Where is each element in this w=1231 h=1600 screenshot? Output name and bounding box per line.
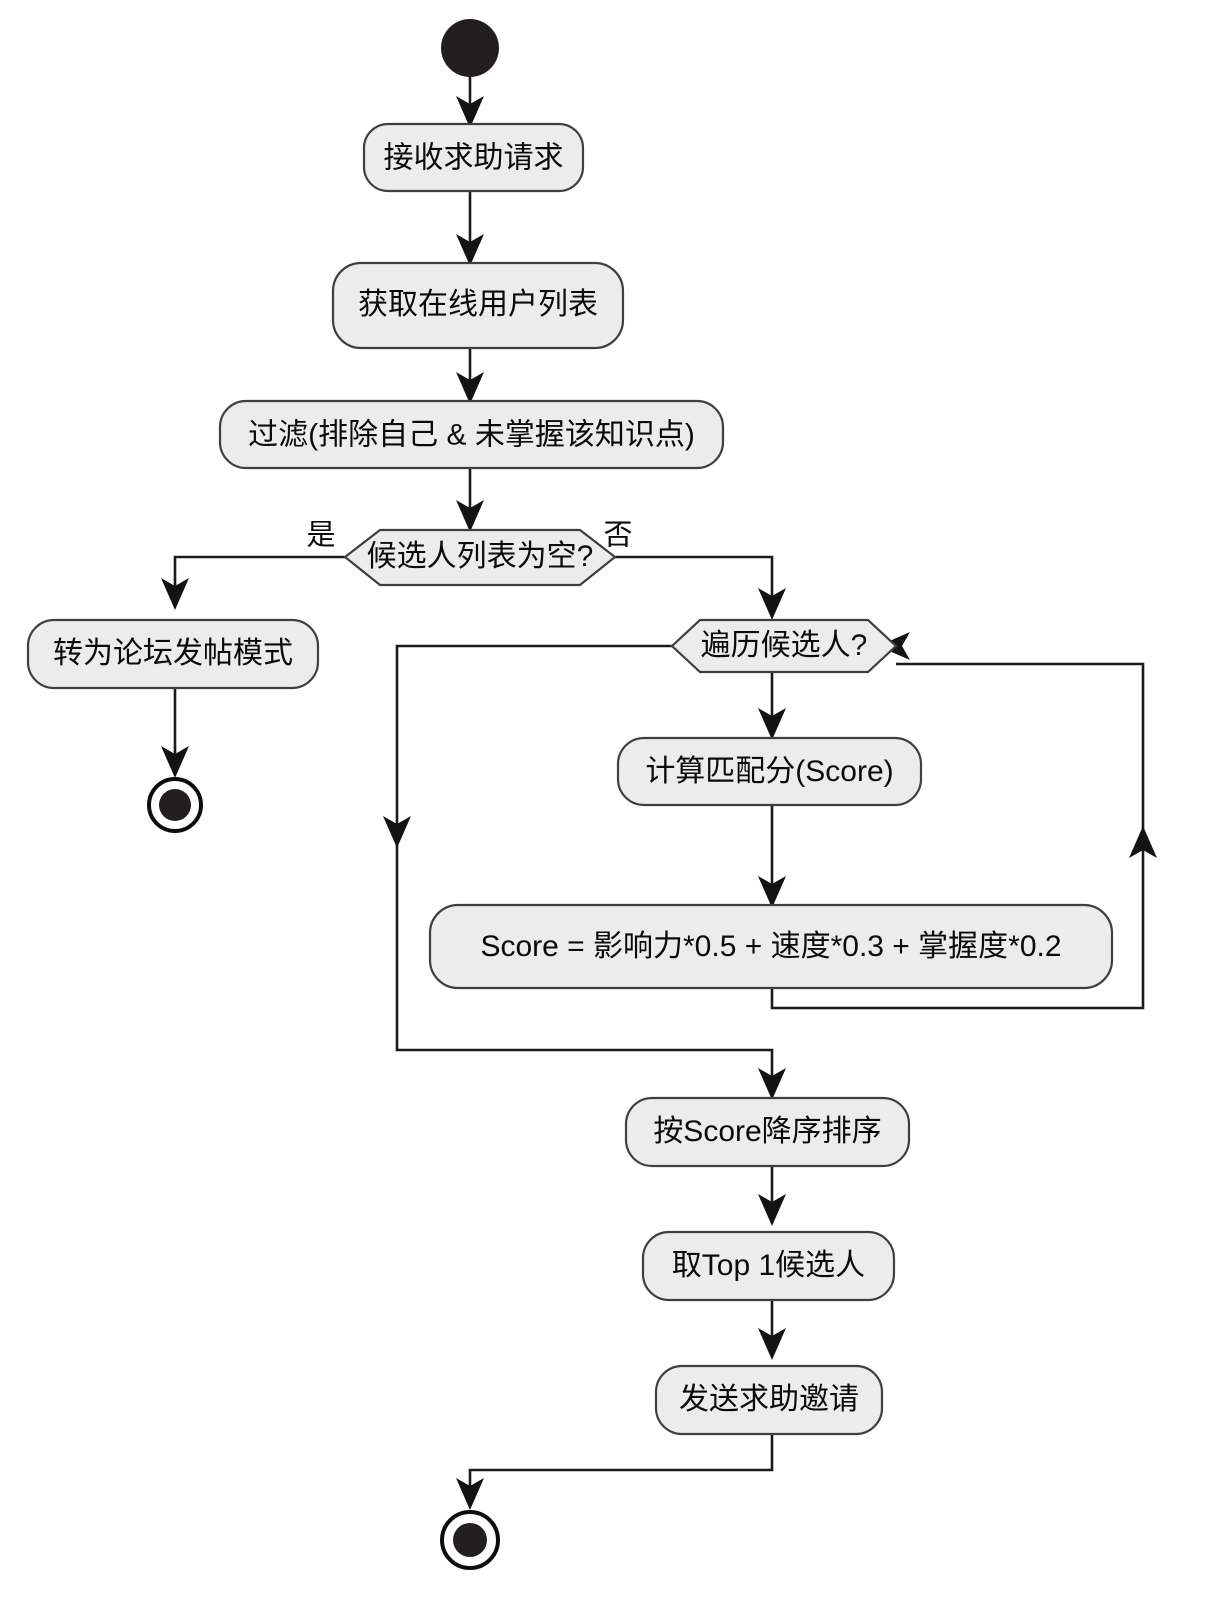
edge-iterate-exit-to-sort — [383, 644, 786, 1100]
start-node[interactable] — [441, 19, 499, 77]
node-forum-post-mode-label: 转为论坛发帖模式 — [53, 637, 293, 670]
node-fetch-online-users-label: 获取在线用户列表 — [358, 288, 598, 321]
node-score-formula[interactable]: Score = 影响力*0.5 + 速度*0.3 + 掌握度*0.2 — [428, 903, 1114, 990]
node-send-invite-label: 发送求助邀请 — [679, 1383, 859, 1416]
end-node-invite[interactable] — [440, 1510, 500, 1570]
node-send-invite[interactable]: 发送求助邀请 — [654, 1364, 884, 1436]
node-sort-by-score[interactable]: 按Score降序排序 — [624, 1096, 911, 1168]
edge-filter-to-empty-decision — [456, 468, 484, 532]
node-score-formula-label: Score = 影响力*0.5 + 速度*0.3 + 掌握度*0.2 — [480, 930, 1061, 963]
edge-receive-request-to-fetch-users — [456, 190, 484, 266]
edge-compute-score-to-formula — [758, 804, 786, 908]
node-compute-score[interactable]: 计算匹配分(Score) — [616, 736, 923, 807]
node-filter-candidates-label: 过滤(排除自己 & 未掌握该知识点) — [248, 418, 695, 451]
node-take-top1[interactable]: 取Top 1候选人 — [641, 1230, 896, 1302]
edge-start-to-receive-request — [456, 76, 484, 128]
edge-top1-to-send-invite — [758, 1300, 786, 1360]
end-node-forum[interactable] — [147, 777, 203, 833]
node-receive-request[interactable]: 接收求助请求 — [362, 122, 585, 193]
node-candidate-empty-decision-label: 候选人列表为空? — [367, 540, 594, 573]
node-filter-candidates[interactable]: 过滤(排除自己 & 未掌握该知识点) — [218, 399, 725, 470]
node-sort-by-score-label: 按Score降序排序 — [653, 1115, 881, 1148]
node-take-top1-label: 取Top 1候选人 — [672, 1249, 865, 1282]
edge-empty-decision-yes-to-forum-mode — [161, 555, 345, 610]
node-iterate-candidates-decision[interactable]: 遍历候选人? — [670, 618, 898, 674]
edge-empty-decision-no-to-iterate — [615, 555, 786, 620]
node-compute-score-label: 计算匹配分(Score) — [645, 755, 893, 788]
edge-forum-mode-to-end — [161, 688, 189, 778]
node-iterate-candidates-decision-label: 遍历候选人? — [701, 629, 868, 662]
node-fetch-online-users[interactable]: 获取在线用户列表 — [331, 261, 625, 350]
edge-send-invite-to-end — [456, 1434, 774, 1510]
edge-iterate-to-compute-score — [758, 672, 786, 740]
edge-sort-to-top1 — [758, 1166, 786, 1226]
node-candidate-empty-decision[interactable]: 候选人列表为空? — [343, 528, 617, 587]
edge-fetch-users-to-filter — [456, 348, 484, 404]
edge-label-no: 否 — [603, 520, 632, 552]
node-forum-post-mode[interactable]: 转为论坛发帖模式 — [26, 618, 320, 690]
edge-label-yes: 是 — [306, 520, 335, 552]
node-receive-request-label: 接收求助请求 — [384, 141, 564, 174]
